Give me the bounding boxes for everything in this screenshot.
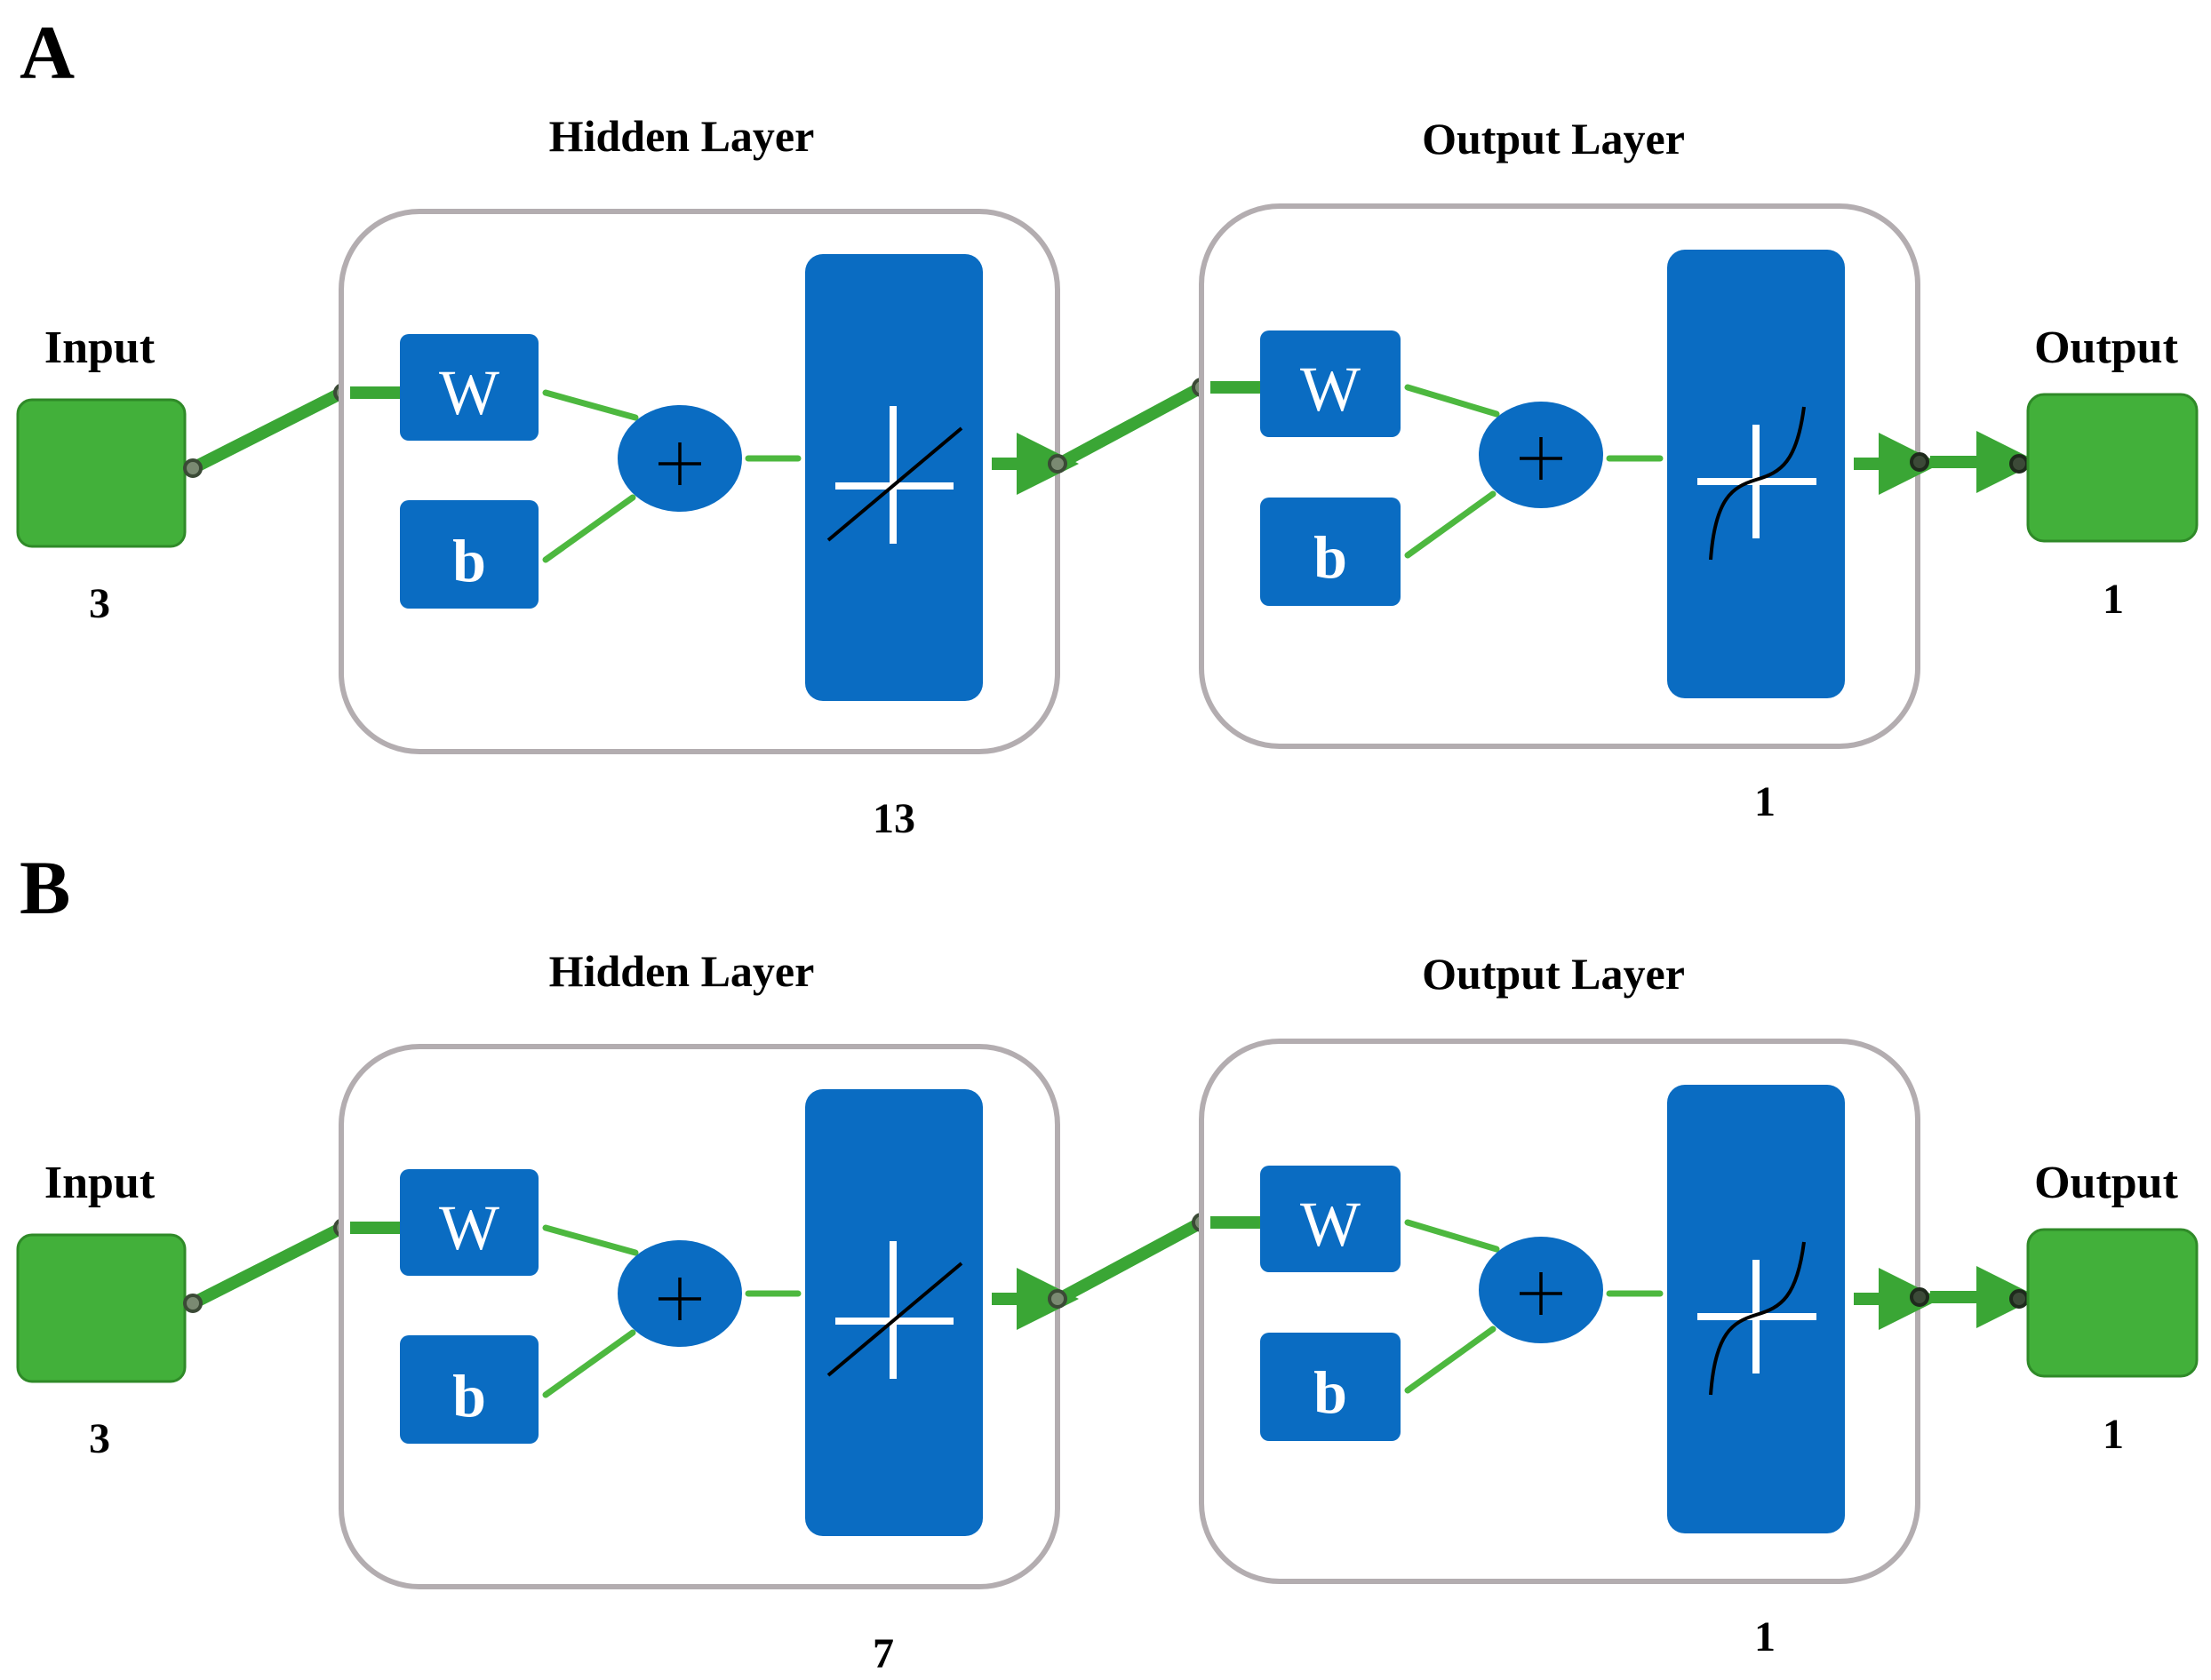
output-bias-wire bbox=[1404, 1326, 1497, 1394]
output-block bbox=[2026, 1228, 2199, 1378]
linear-transfer-icon bbox=[826, 406, 963, 544]
output-label: Output bbox=[2034, 322, 2179, 373]
input-node bbox=[183, 1294, 203, 1313]
output-layer-node bbox=[1910, 452, 1929, 472]
input-count: 3 bbox=[89, 580, 110, 627]
output-bias-block bbox=[1260, 1333, 1401, 1441]
hidden-weight-symbol: W bbox=[439, 357, 499, 428]
hidden-weight-wire bbox=[542, 389, 639, 421]
hidden-layer-count: 13 bbox=[873, 795, 915, 842]
output-bias-symbol: b bbox=[1313, 1358, 1347, 1426]
output-weight-block bbox=[1260, 1166, 1401, 1272]
panel-letter: A bbox=[20, 10, 75, 95]
output-layer-title: Output Layer bbox=[1422, 114, 1685, 163]
input-count: 3 bbox=[89, 1415, 110, 1462]
output-bias-wire bbox=[1404, 490, 1497, 559]
output-weight-block bbox=[1260, 330, 1401, 437]
panel-b: B Hidden Layer Output Layer Input Output… bbox=[16, 845, 2199, 1677]
output-bias-symbol: b bbox=[1313, 523, 1347, 591]
input-block bbox=[16, 1233, 187, 1383]
input-block bbox=[16, 398, 187, 548]
hidden-weight-wire bbox=[542, 1224, 639, 1256]
input-node bbox=[183, 458, 203, 478]
output-node bbox=[2009, 454, 2029, 474]
panel-letter: B bbox=[20, 845, 70, 930]
output-weight-symbol: W bbox=[1300, 1189, 1361, 1260]
input-connection bbox=[189, 386, 346, 474]
output-weight-wire bbox=[1404, 384, 1500, 418]
panel-a: A Hidden Layer Output Layer Input Output… bbox=[16, 10, 2199, 842]
hidden-to-output-connection bbox=[1056, 1217, 1203, 1305]
hidden-layer-count: 7 bbox=[873, 1630, 894, 1677]
hidden-bias-wire bbox=[542, 1329, 636, 1398]
output-layer-count: 1 bbox=[1754, 778, 1776, 825]
output-count: 1 bbox=[2103, 576, 2124, 623]
hidden-weight-block bbox=[400, 334, 539, 441]
hidden-layer-title: Hidden Layer bbox=[549, 111, 815, 161]
plus-icon bbox=[659, 1278, 701, 1320]
hidden-bias-wire bbox=[542, 494, 636, 563]
output-layer-count: 1 bbox=[1754, 1613, 1776, 1660]
sigmoid-transfer-icon bbox=[1697, 406, 1816, 561]
input-connection bbox=[189, 1222, 346, 1310]
output-count: 1 bbox=[2103, 1411, 2124, 1458]
hidden-output-node bbox=[1048, 454, 1067, 474]
hidden-bias-block bbox=[400, 1335, 539, 1444]
output-layer-title: Output Layer bbox=[1422, 949, 1685, 999]
output-weight-wire bbox=[1404, 1219, 1500, 1253]
sigmoid-transfer-icon bbox=[1697, 1241, 1816, 1396]
output-layer-node bbox=[1910, 1287, 1929, 1307]
plus-icon bbox=[1520, 1272, 1562, 1315]
output-label: Output bbox=[2034, 1158, 2179, 1208]
linear-transfer-icon bbox=[826, 1241, 963, 1379]
hidden-bias-block bbox=[400, 500, 539, 609]
input-label: Input bbox=[44, 322, 156, 373]
plus-icon bbox=[659, 442, 701, 485]
hidden-bias-symbol: b bbox=[452, 1362, 486, 1429]
hidden-weight-block bbox=[400, 1169, 539, 1276]
output-block bbox=[2026, 393, 2199, 543]
hidden-weight-symbol: W bbox=[439, 1192, 499, 1263]
plus-icon bbox=[1520, 437, 1562, 480]
output-weight-symbol: W bbox=[1300, 354, 1361, 425]
hidden-layer-title: Hidden Layer bbox=[549, 946, 815, 996]
input-label: Input bbox=[44, 1158, 156, 1208]
hidden-bias-symbol: b bbox=[452, 527, 486, 594]
hidden-to-output-connection bbox=[1056, 382, 1203, 470]
output-bias-block bbox=[1260, 498, 1401, 606]
hidden-output-node bbox=[1048, 1289, 1067, 1309]
output-node bbox=[2009, 1289, 2029, 1309]
